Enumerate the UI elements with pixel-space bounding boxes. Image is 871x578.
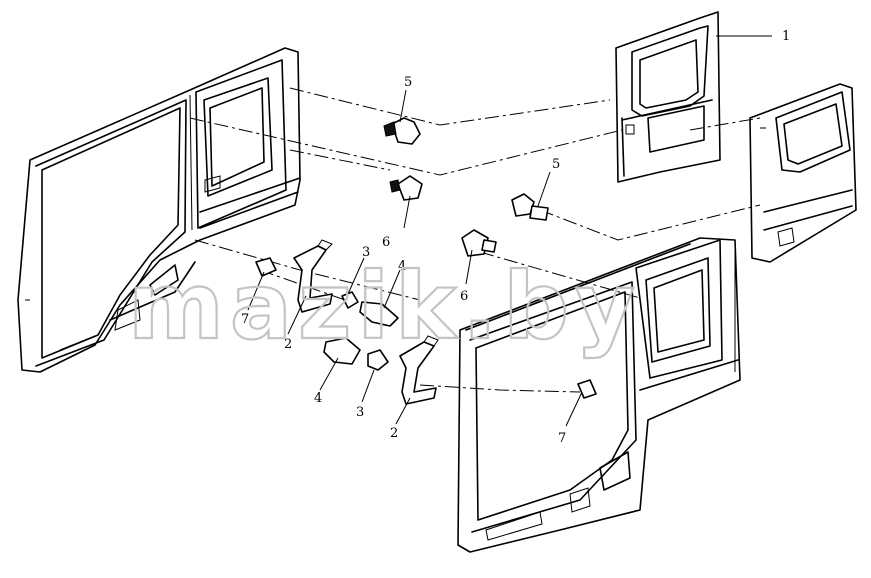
- left-side-panel-frame: [17, 47, 301, 373]
- callout-5-upper: 5: [404, 75, 412, 90]
- callout-7-right: 7: [558, 431, 566, 446]
- assembly-centerlines: [189, 87, 761, 393]
- callout-4-left: 4: [398, 259, 406, 274]
- callout-1: 1: [782, 29, 790, 44]
- callout-2-center: 2: [390, 426, 398, 441]
- washer-6-right: [461, 229, 497, 257]
- bolt-5-right: [511, 193, 549, 221]
- upper-right-panel: [749, 83, 857, 263]
- spacer-3-center: [367, 349, 389, 371]
- bracket-2-left: [293, 239, 333, 313]
- callout-6-upper: 6: [382, 235, 390, 250]
- washer-6-upper-left: [389, 175, 423, 201]
- right-side-panel-frame: [457, 237, 741, 553]
- pin-4-center: [323, 337, 361, 365]
- leader-lines: [247, 35, 772, 427]
- callout-2-left: 2: [284, 337, 292, 352]
- callout-4-center: 4: [314, 391, 322, 406]
- bushing-7-right: [577, 379, 597, 399]
- callout-5-right: 5: [552, 157, 560, 172]
- bushing-7-left: [255, 257, 277, 277]
- pin-4-left: [359, 301, 399, 327]
- bolt-5-upper-left: [383, 117, 421, 145]
- watermark-text: mazik.by: [128, 253, 641, 360]
- callout-3-center: 3: [356, 405, 364, 420]
- bracket-2-center: [399, 335, 439, 405]
- callout-7-left: 7: [241, 312, 249, 327]
- callout-3-left: 3: [362, 245, 370, 260]
- callout-labels: 1 2 2 3 3 4 4 5 5 6 6 7 7: [241, 29, 790, 446]
- callout-6-right: 6: [460, 289, 468, 304]
- upper-door-panel: [615, 11, 721, 183]
